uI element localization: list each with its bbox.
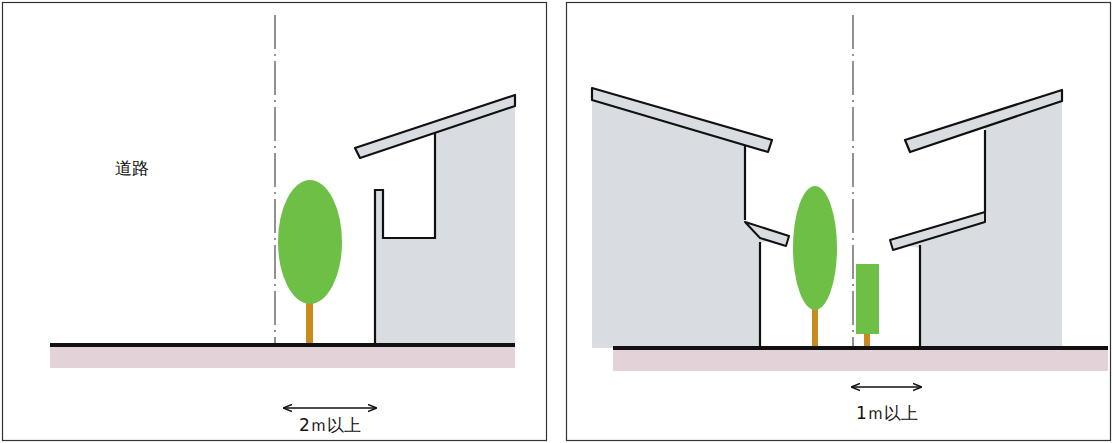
boundary-line [275,15,276,345]
dimension-arrow [852,386,921,388]
dimension-arrow [284,407,376,409]
house-outline [375,132,435,345]
roof [905,90,1062,152]
eave [890,212,985,250]
ground-band [613,349,1108,371]
dimension-label: 2ｍ以上 [299,415,361,435]
house-outline [744,144,746,220]
shrub [856,264,879,334]
eave [745,222,789,246]
ground-band [50,346,515,368]
house-outline [984,130,986,212]
tree [278,180,342,304]
ground-line [50,343,515,347]
house-wall [592,96,787,348]
dimension-label: 1ｍ以上 [856,403,918,423]
panel-frame [3,3,547,441]
road-label: 道路 [115,158,149,178]
tree [793,186,837,310]
boundary-line [853,15,854,348]
ground-line [613,346,1108,350]
house-outline [919,245,921,348]
panel-frame [567,3,1111,441]
house-outline [759,242,761,348]
roof [355,95,515,158]
roof [592,88,772,152]
